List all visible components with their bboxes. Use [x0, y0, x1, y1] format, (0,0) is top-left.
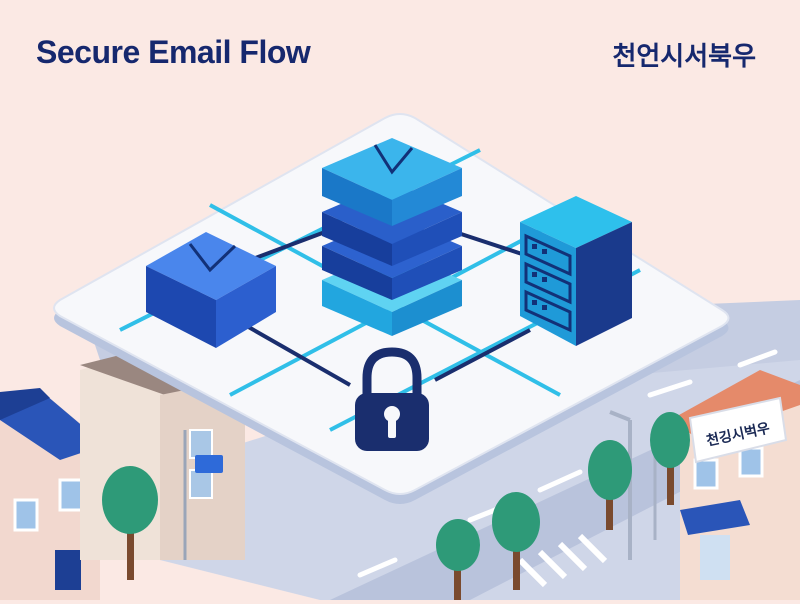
padlock-icon: [355, 347, 429, 451]
page-title: Secure Email Flow: [36, 34, 311, 70]
stacked-mail-server-icon: [322, 138, 462, 336]
house-right: [670, 370, 800, 600]
envelope-icon: [146, 232, 276, 348]
server-rack-icon: [520, 196, 632, 346]
trees: [102, 412, 690, 600]
house-left: [0, 388, 105, 600]
korean-title: 천언시서북우: [612, 42, 756, 72]
